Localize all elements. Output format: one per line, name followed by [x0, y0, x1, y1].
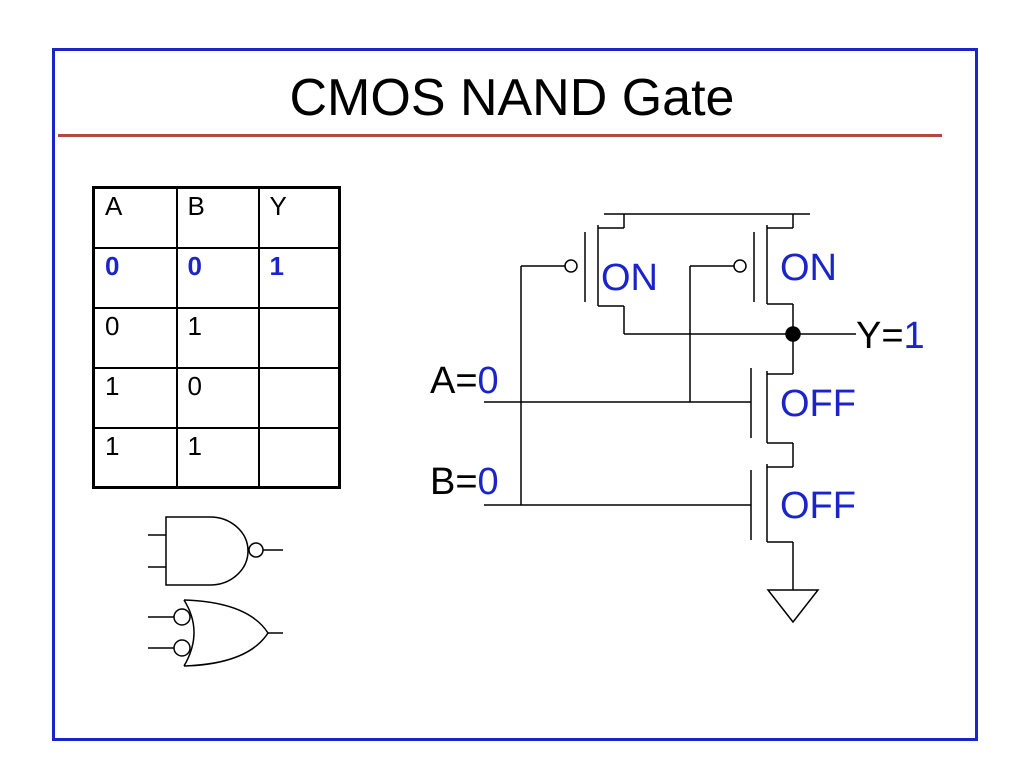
- slide-frame: [52, 48, 978, 741]
- output-node-dot: [785, 326, 801, 342]
- truth-table-row: 0 1: [92, 306, 341, 369]
- cell-a: 1: [92, 426, 178, 489]
- truth-table: A B Y 0 0 1 0 1 1 0 1 1: [92, 186, 341, 489]
- nand-gate-symbol: [148, 516, 283, 586]
- input-a-label: A=0: [430, 360, 499, 402]
- cell-b: 1: [175, 306, 260, 369]
- cell-a: 1: [92, 366, 178, 429]
- header-b: B: [175, 186, 260, 249]
- output-value: 1: [904, 315, 925, 357]
- pmos-right-state-label: ON: [780, 247, 837, 289]
- title-rule: [58, 134, 942, 137]
- cell-b: 0: [175, 246, 260, 309]
- cell-y: [257, 426, 341, 489]
- cell-b: 0: [175, 366, 260, 429]
- nmos-bottom: [484, 464, 794, 590]
- cell-b: 1: [175, 426, 260, 489]
- nmos-top-state-label: OFF: [780, 383, 856, 425]
- input-b-label: B=0: [430, 461, 499, 503]
- bubbled-or-gate-symbol: [148, 599, 283, 667]
- truth-table-row: 1 1: [92, 426, 341, 489]
- truth-table-header-row: A B Y: [92, 186, 341, 249]
- cell-a: 0: [92, 246, 178, 309]
- pmos-right: [690, 214, 794, 374]
- header-a: A: [92, 186, 178, 249]
- nmos-top: [484, 368, 794, 467]
- pmos-left: [521, 214, 625, 334]
- pmos-left-state-label: ON: [601, 257, 658, 299]
- output-label: Y=1: [856, 315, 925, 357]
- nmos-bottom-state-label: OFF: [780, 485, 856, 527]
- input-a-value: 0: [478, 360, 499, 402]
- output-name: Y=: [856, 315, 904, 357]
- input-a-name: A=: [430, 360, 478, 402]
- truth-table-row: 1 0: [92, 366, 341, 429]
- header-y: Y: [257, 186, 341, 249]
- cell-y: [257, 306, 341, 369]
- nand-circuit: [484, 213, 856, 624]
- input-b-value: 0: [478, 461, 499, 503]
- input-b-name: B=: [430, 461, 478, 503]
- truth-table-row: 0 0 1: [92, 246, 341, 309]
- slide-title: CMOS NAND Gate: [289, 69, 735, 127]
- cell-y: 1: [257, 246, 341, 309]
- ground-symbol: [766, 589, 820, 624]
- cell-a: 0: [92, 306, 178, 369]
- cell-y: [257, 366, 341, 429]
